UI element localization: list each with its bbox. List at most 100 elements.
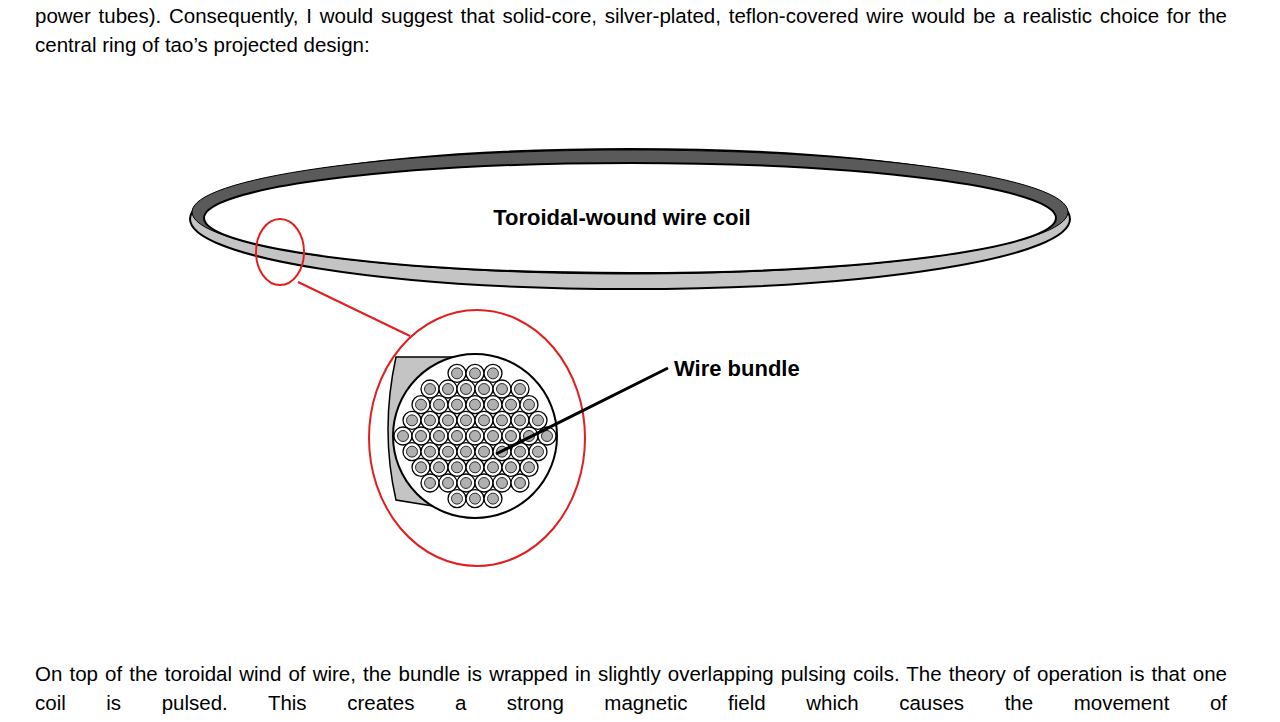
ring-top-band [192, 150, 1068, 274]
strand-core [533, 415, 544, 426]
strand-core [488, 431, 499, 442]
strand [457, 380, 475, 398]
strand [484, 427, 502, 445]
strand-core [452, 462, 463, 473]
strand [466, 458, 484, 476]
strand [457, 411, 475, 429]
strand-core [443, 446, 454, 457]
strand-core [461, 384, 472, 395]
strand-core [425, 477, 436, 488]
strand-core [506, 399, 517, 410]
strand-core [524, 399, 535, 410]
strand [430, 458, 448, 476]
strand [466, 490, 484, 508]
strand-core [425, 446, 436, 457]
strand [412, 458, 430, 476]
strand-core [470, 399, 481, 410]
strand-core [452, 368, 463, 379]
strand-core [488, 399, 499, 410]
strand [466, 364, 484, 382]
strand [475, 443, 493, 461]
strand-core [497, 384, 508, 395]
strand-core [452, 431, 463, 442]
strand [439, 411, 457, 429]
body-paragraph: power tubes). Consequently, I would sugg… [35, 1, 1227, 59]
strand [484, 458, 502, 476]
ring-outer [190, 149, 1070, 289]
strand-core [542, 431, 553, 442]
strand-core [416, 431, 427, 442]
strand-core [488, 368, 499, 379]
strand-core [461, 415, 472, 426]
strand [511, 411, 529, 429]
strand-core [443, 415, 454, 426]
strand-core [398, 431, 409, 442]
strand [529, 443, 547, 461]
strand [511, 474, 529, 492]
strand-core [524, 462, 535, 473]
strand [448, 490, 466, 508]
strand-core [533, 446, 544, 457]
strand [520, 458, 538, 476]
strand [466, 396, 484, 414]
callout-ring [256, 219, 304, 285]
leader-line [496, 368, 668, 454]
strand-core [506, 462, 517, 473]
strand-core [515, 415, 526, 426]
strand-core [479, 415, 490, 426]
strand-core [488, 493, 499, 504]
strand [529, 411, 547, 429]
strand [430, 396, 448, 414]
strand [475, 380, 493, 398]
strand [511, 380, 529, 398]
strand-core [416, 399, 427, 410]
strand-core [407, 446, 418, 457]
strand [412, 427, 430, 445]
part-label: Wire bundle [674, 356, 800, 382]
strand-core [461, 477, 472, 488]
strand [412, 396, 430, 414]
strand [421, 380, 439, 398]
strand [394, 427, 412, 445]
strand-core [515, 477, 526, 488]
strand [403, 443, 421, 461]
strand [430, 427, 448, 445]
strand-core [470, 431, 481, 442]
strand-core [479, 384, 490, 395]
strand-core [515, 446, 526, 457]
strand [484, 490, 502, 508]
strand [439, 380, 457, 398]
strand-core [479, 477, 490, 488]
strand [448, 396, 466, 414]
strand-core [452, 493, 463, 504]
strand-core [425, 415, 436, 426]
strand [421, 443, 439, 461]
strand-core [434, 431, 445, 442]
strand [421, 411, 439, 429]
strand [520, 396, 538, 414]
strand [403, 411, 421, 429]
strand [502, 458, 520, 476]
callout-leader [298, 282, 410, 336]
strand [457, 443, 475, 461]
strand [466, 427, 484, 445]
strand [448, 364, 466, 382]
strand [502, 396, 520, 414]
strand-core [425, 384, 436, 395]
strand-core [407, 415, 418, 426]
strand-core [434, 462, 445, 473]
strand-core [416, 462, 427, 473]
strand-core [479, 446, 490, 457]
strand [439, 443, 457, 461]
strand [475, 474, 493, 492]
strand-core [461, 446, 472, 457]
strand [457, 474, 475, 492]
ring-inner [204, 163, 1056, 273]
strand [421, 474, 439, 492]
strand-core [443, 384, 454, 395]
strand [484, 364, 502, 382]
strand-core [443, 477, 454, 488]
part-label: Toroidal-wound wire coil [493, 205, 750, 231]
strand [493, 380, 511, 398]
